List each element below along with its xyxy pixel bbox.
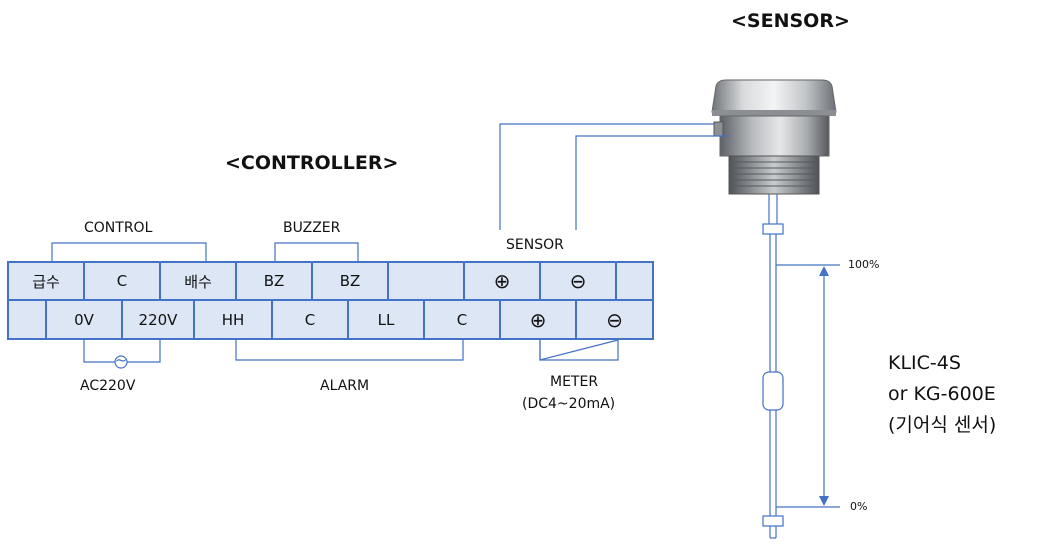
level-100-label: 100% [848,258,880,271]
terminal-top-9 [616,262,653,300]
terminal-top-1: 급수 [32,272,60,291]
meter-label: METER [550,374,599,390]
level-indicator [776,264,840,508]
terminal-top-8: ⊖ [569,269,587,293]
terminal-bottom-1 [8,300,46,339]
buzzer-label: BUZZER [283,220,341,236]
terminal-bottom-5: C [304,310,316,329]
terminal-top-7: ⊕ [493,269,511,293]
terminal-bottom-3: 220V [138,310,178,329]
controller-title: <CONTROLLER> [225,152,399,174]
terminal-top-5: BZ [339,272,361,290]
terminal-top-6 [388,262,464,300]
sensor-head [711,79,837,195]
sensor-model-line3: (기어식 센서) [888,414,997,436]
level-0-label: 0% [850,500,868,513]
ac-symbol: ~ [114,351,128,369]
terminal-bottom-9: ⊖ [606,307,623,332]
sensor-model-line1: KLIC-4S [888,352,961,374]
terminal-bottom-2: 0V [74,310,94,329]
terminal-bottom-8: ⊕ [529,307,547,332]
sensor-terminal-label: SENSOR [506,237,564,253]
sensor-wires [499,123,730,230]
terminal-top-3: 배수 [184,272,212,291]
terminal-bottom-7: C [456,310,468,329]
meter-spec-label: (DC4~20mA) [522,396,616,412]
sensor-model-line2: or KG-600E [888,383,996,405]
control-label: CONTROL [84,220,153,236]
alarm-label: ALARM [320,378,370,394]
terminal-top-2: C [116,272,128,290]
terminal-top-4: BZ [263,272,285,290]
terminal-bottom-4: HH [221,310,245,329]
probe-rod [762,194,784,539]
terminal-block [7,261,654,340]
ac-label: AC220V [80,378,136,394]
terminal-bottom-6: LL [377,310,395,329]
group-brackets [51,242,619,363]
ac-source-icon [114,355,128,369]
sensor-title: <SENSOR> [731,10,850,32]
